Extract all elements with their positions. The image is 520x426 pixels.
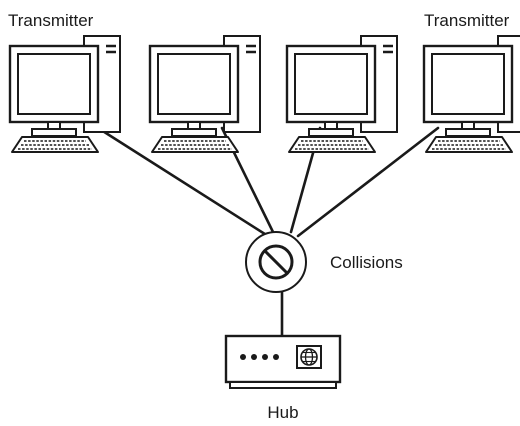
desktop-computer-icon — [8, 34, 122, 154]
computer-1 — [8, 34, 122, 154]
link-computer-1 — [96, 126, 270, 238]
computer-2 — [148, 34, 262, 154]
transmitter-label-right: Transmitter — [424, 11, 510, 30]
computer-3 — [285, 34, 399, 154]
collision-point — [245, 231, 307, 293]
network-hub-icon — [224, 334, 342, 389]
link-computer-4 — [296, 126, 440, 238]
desktop-computer-icon — [285, 34, 399, 154]
transmitter-label-left: Transmitter — [8, 11, 94, 30]
connection-lines — [96, 126, 440, 338]
desktop-computer-icon — [148, 34, 262, 154]
prohibited-icon — [245, 231, 307, 293]
hub-label: Hub — [267, 403, 298, 422]
hub — [224, 334, 342, 389]
collisions-label: Collisions — [330, 253, 403, 272]
desktop-computer-icon — [422, 34, 520, 154]
computer-4 — [422, 34, 520, 154]
